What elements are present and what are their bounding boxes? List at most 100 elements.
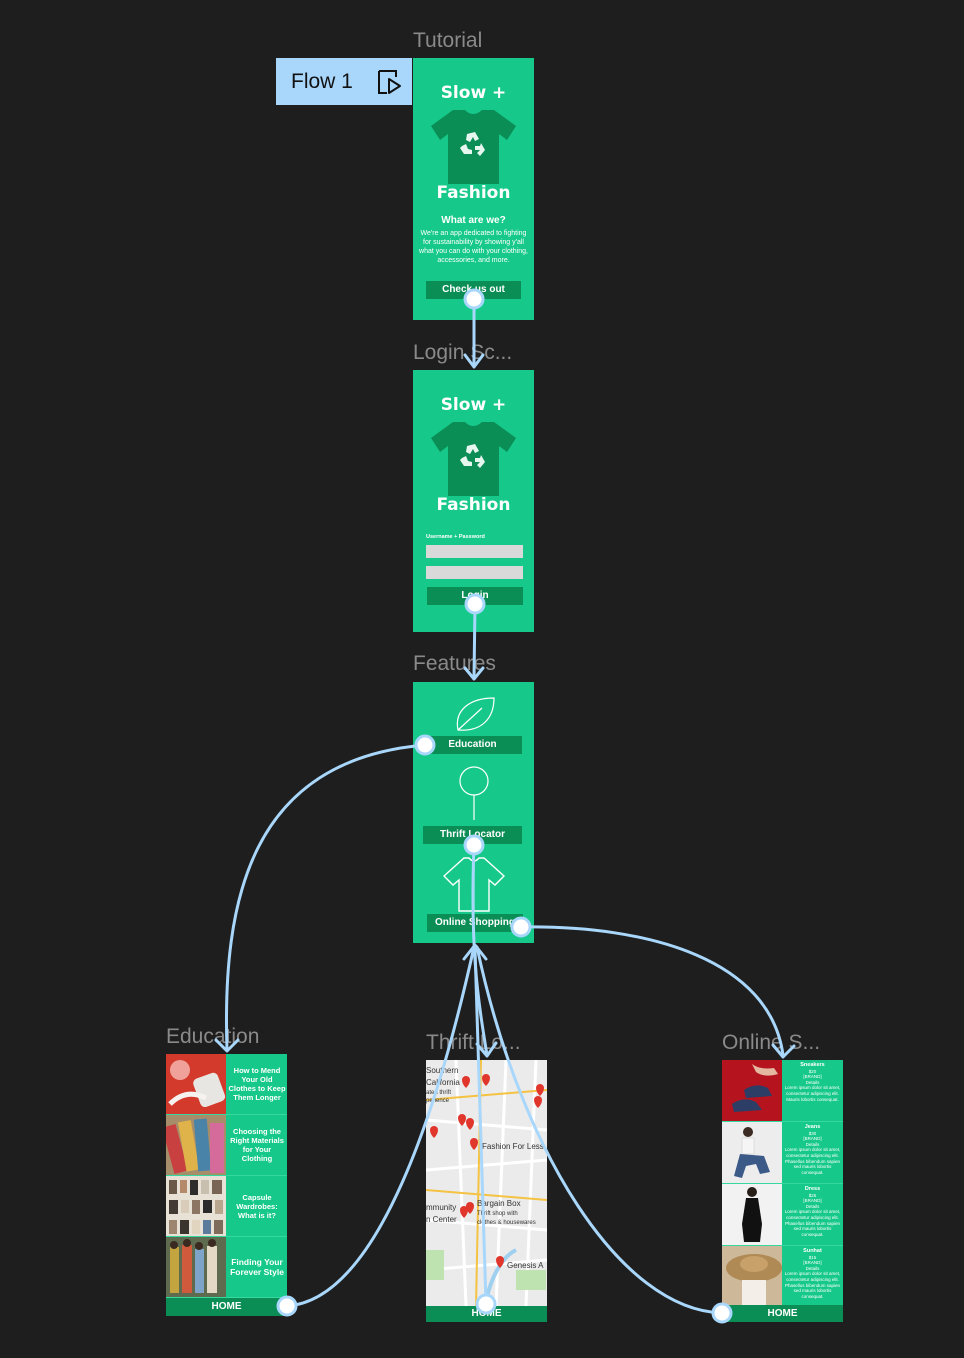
article-row[interactable]: How to Mend Your Old Clothes to Keep The… — [166, 1054, 287, 1115]
arrowhead — [462, 943, 488, 961]
map-view[interactable] — [426, 1060, 547, 1306]
product-row[interactable]: Dress $25 [BRAND] Details Lorem ipsum do… — [722, 1184, 843, 1246]
product-price: $20 — [808, 1068, 817, 1074]
connector-thrift-home — [473, 946, 488, 1306]
connector-hotspot — [276, 1295, 298, 1317]
product-row[interactable]: Jeans $30 [BRAND] Details Lorem ipsum do… — [722, 1122, 843, 1184]
article-thumbnail — [166, 1115, 226, 1175]
product-price: $25 — [808, 1192, 817, 1198]
connector-education-home — [285, 945, 476, 1308]
product-row[interactable]: Sunhat $15 [BRAND] Details Lorem ipsum d… — [722, 1246, 843, 1305]
frame-tutorial[interactable]: Slow + Fashion What are we? We're an app… — [413, 58, 534, 320]
arrowhead — [475, 1041, 498, 1058]
connector-hotspot — [464, 593, 486, 615]
product-details: Details — [805, 1141, 820, 1147]
article-row[interactable]: Capsule Wardrobes: What is it? — [166, 1176, 287, 1237]
product-brand: [BRAND] — [803, 1198, 822, 1204]
connector-hotspot — [510, 916, 532, 938]
brand-bottom: Fashion — [436, 183, 511, 203]
product-brand: [BRAND] — [803, 1074, 822, 1080]
frame-label-login[interactable]: Login Sc... — [413, 341, 513, 364]
product-image — [722, 1184, 782, 1245]
credentials-label: Username + Password — [426, 534, 485, 540]
product-desc: Lorem ipsum dolor sit amet, consectetur … — [784, 1271, 841, 1299]
arrowhead — [214, 1038, 240, 1053]
map-label: Bargain Box — [477, 1199, 521, 1208]
frame-label-online[interactable]: Online S... — [722, 1031, 821, 1054]
connector-features-education — [225, 743, 427, 1052]
product-price: $30 — [808, 1130, 817, 1136]
product-details: Details — [805, 1203, 820, 1209]
connector-hotspot — [711, 1302, 733, 1324]
frame-online-shopping[interactable]: Sneakers $20 [BRAND] Details Lorem ipsum… — [722, 1060, 843, 1322]
username-field[interactable] — [426, 545, 523, 558]
connector-hotspot — [475, 1293, 497, 1315]
recycle-tshirt-icon — [431, 110, 516, 184]
online-shopping-button[interactable]: Online Shopping — [427, 914, 523, 932]
product-brand: [BRAND] — [803, 1260, 822, 1266]
tutorial-heading: What are we? — [441, 215, 506, 226]
product-name: Sunhat — [803, 1248, 822, 1254]
education-button[interactable]: Education — [423, 736, 522, 754]
map-pin-icon — [459, 766, 489, 820]
location-marker-icon — [430, 1074, 544, 1268]
product-brand: [BRAND] — [803, 1136, 822, 1142]
map-label: mmunity — [426, 1203, 457, 1212]
product-details: Details — [805, 1265, 820, 1271]
arrowhead — [771, 1043, 796, 1059]
product-row[interactable]: Sneakers $20 [BRAND] Details Lorem ipsum… — [722, 1060, 843, 1122]
password-field[interactable] — [426, 566, 523, 579]
product-info: Dress $25 [BRAND] Details Lorem ipsum do… — [782, 1186, 843, 1237]
brand-top: Slow + — [440, 395, 507, 415]
home-button[interactable]: HOME — [166, 1298, 287, 1316]
home-button[interactable]: HOME — [722, 1305, 843, 1322]
article-title: How to Mend Your Old Clothes to Keep The… — [228, 1066, 286, 1102]
map-label: perience — [426, 1098, 450, 1104]
arrowhead — [463, 353, 485, 369]
product-desc: Lorem ipsum dolor sit amet, consectetur … — [784, 1085, 841, 1102]
map-label: California — [426, 1078, 460, 1087]
article-title: Finding Your Forever Style — [230, 1257, 284, 1277]
brand-top: Slow + — [440, 83, 507, 103]
frame-thrift-locator[interactable]: Southern California ated thrift perience… — [426, 1060, 547, 1322]
product-name: Sneakers — [800, 1062, 825, 1068]
article-title: Capsule Wardrobes: What is it? — [236, 1192, 278, 1220]
tutorial-body: We're an app dedicated to fighting for s… — [419, 230, 528, 264]
map-label: Genesis A — [507, 1261, 544, 1270]
frame-label-tutorial[interactable]: Tutorial — [413, 29, 483, 52]
connector-features-online — [519, 925, 785, 1057]
map-label: clothes & housewares — [477, 1220, 536, 1226]
product-price: $15 — [808, 1254, 817, 1260]
article-row[interactable]: Finding Your Forever Style — [166, 1237, 287, 1298]
frame-education[interactable]: How to Mend Your Old Clothes to Keep The… — [166, 1054, 287, 1316]
product-desc: Lorem ipsum dolor sit amet, consectetur … — [784, 1147, 841, 1175]
map-label: ated thrift — [426, 1090, 452, 1096]
arrowhead — [463, 666, 485, 681]
article-thumbnail — [166, 1176, 226, 1236]
map-label: Thrift shop with — [477, 1211, 518, 1217]
connector-hotspot — [463, 288, 485, 310]
product-info: Sneakers $20 [BRAND] Details Lorem ipsum… — [782, 1062, 843, 1102]
recycle-tshirt-icon — [431, 422, 516, 496]
connector-online-home — [475, 945, 724, 1315]
article-thumbnail — [166, 1054, 226, 1114]
article-row[interactable]: Choosing the Right Materials for Your Cl… — [166, 1115, 287, 1176]
flow-label: Flow 1 — [291, 69, 353, 93]
product-details: Details — [805, 1079, 820, 1085]
article-thumbnail — [166, 1237, 226, 1297]
flow-start-tag[interactable]: Flow 1 — [276, 58, 412, 105]
product-name: Dress — [804, 1186, 821, 1192]
connector-hotspot — [463, 834, 485, 856]
map-label: n Center — [426, 1215, 457, 1224]
leaf-icon — [456, 697, 495, 731]
product-image — [722, 1122, 782, 1183]
product-desc: Lorem ipsum dolor sit amet, consectetur … — [784, 1209, 841, 1237]
brand-bottom: Fashion — [436, 495, 511, 515]
play-flow-icon[interactable] — [376, 69, 402, 95]
product-image — [722, 1060, 782, 1121]
product-info: Sunhat $15 [BRAND] Details Lorem ipsum d… — [782, 1248, 843, 1299]
product-info: Jeans $30 [BRAND] Details Lorem ipsum do… — [782, 1124, 843, 1175]
connector-hotspot — [414, 734, 436, 756]
article-title: Choosing the Right Materials for Your Cl… — [230, 1127, 284, 1163]
